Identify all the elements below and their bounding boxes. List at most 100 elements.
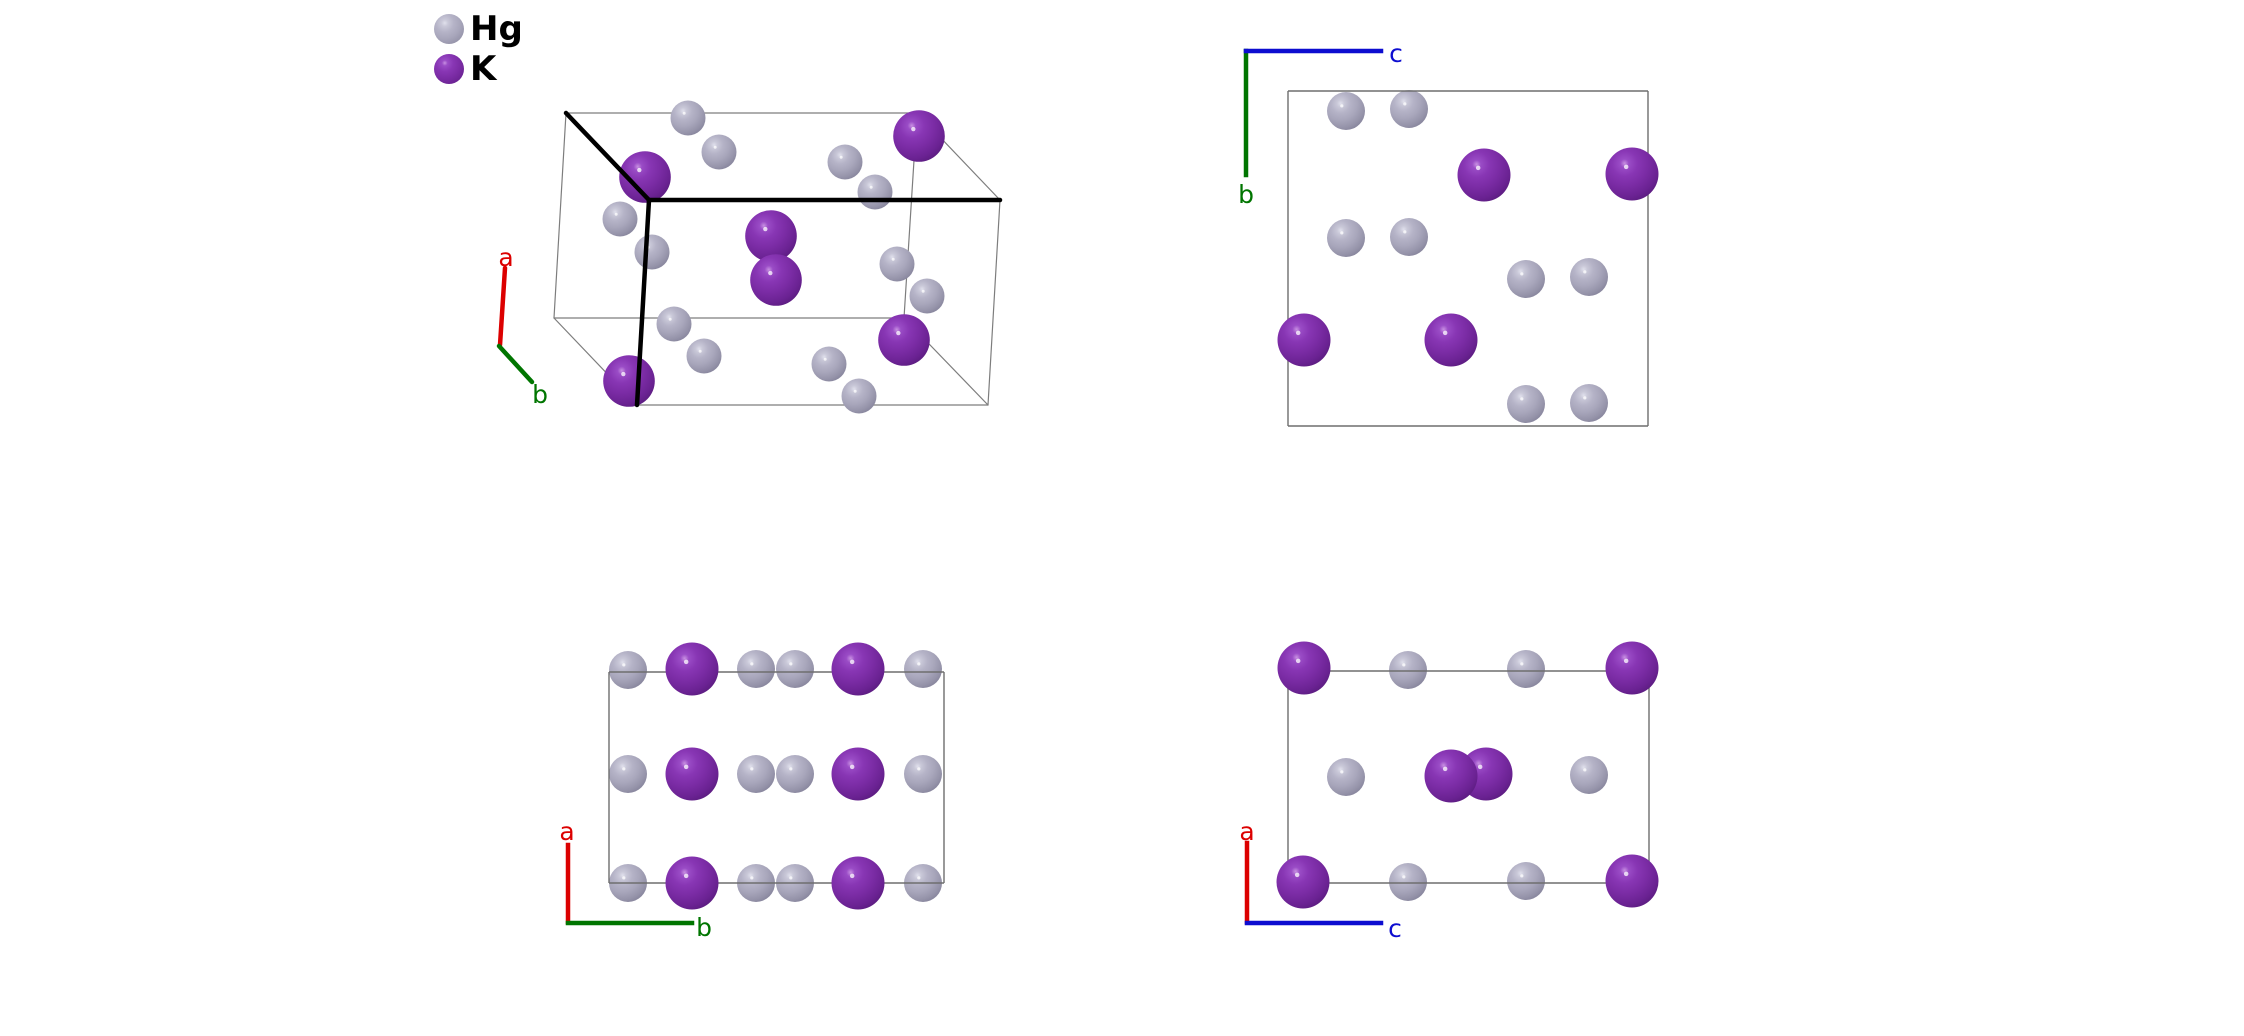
specular-highlight	[682, 111, 686, 115]
atom-hg	[670, 100, 706, 136]
specular-highlight	[1402, 875, 1406, 879]
atom-hg	[686, 338, 722, 374]
axis-label-b: b	[1238, 180, 1254, 209]
atom-hg	[609, 755, 647, 793]
atom-k	[893, 110, 945, 162]
legend-item-k: K	[434, 52, 496, 86]
axis-line-a	[497, 265, 508, 348]
atom-hg	[609, 651, 647, 689]
atom-hg	[737, 755, 775, 793]
bc-projection-view: bc	[1238, 39, 1659, 427]
cell-edge	[987, 199, 1001, 406]
specular-highlight	[917, 662, 921, 666]
specular-highlight	[1583, 768, 1587, 772]
atom-hg	[1570, 756, 1608, 794]
atom-hg	[701, 134, 737, 170]
atom-hg	[776, 755, 814, 793]
specular-highlight	[1442, 766, 1448, 772]
specular-highlight	[869, 185, 873, 189]
atom-hg	[904, 755, 942, 793]
atom-k	[1605, 147, 1659, 201]
ac-projection-view: ac	[1239, 641, 1659, 943]
specular-highlight	[1294, 872, 1300, 878]
specular-highlight	[621, 371, 626, 377]
specular-highlight	[683, 873, 689, 879]
axis-label-c: c	[1389, 39, 1403, 68]
specular-highlight	[1442, 330, 1448, 336]
atom-hg	[1507, 260, 1545, 298]
atom-hg	[827, 144, 863, 180]
cell-axis-edge	[634, 197, 652, 408]
atom-k	[665, 747, 719, 801]
atom-k	[1277, 641, 1331, 695]
atom-hg	[857, 174, 893, 210]
atom-hg	[634, 234, 670, 270]
atom-hg	[776, 650, 814, 688]
specular-highlight	[763, 226, 768, 232]
specular-highlight	[1623, 871, 1629, 877]
atom-hg	[1390, 90, 1428, 128]
atom-k	[831, 642, 885, 696]
atom-k	[1277, 313, 1331, 367]
specular-highlight	[849, 764, 855, 770]
atom-k	[1605, 854, 1659, 908]
atom-hg	[1327, 219, 1365, 257]
atom-k	[1457, 148, 1511, 202]
legend-label-hg: Hg	[470, 9, 523, 49]
specular-highlight	[1583, 396, 1587, 400]
atom-hg	[1327, 758, 1365, 796]
specular-highlight	[1295, 330, 1301, 336]
specular-highlight	[1583, 270, 1587, 274]
specular-highlight	[1520, 272, 1524, 276]
specular-highlight	[1340, 231, 1344, 235]
ab-projection-view: ab	[559, 642, 945, 942]
axis-label-b: b	[532, 380, 548, 409]
axis-label-a: a	[559, 817, 574, 846]
specular-highlight	[849, 873, 855, 879]
unit-cell-3d-view: ab	[496, 100, 1003, 414]
specular-highlight	[1520, 662, 1524, 666]
atom-hg	[811, 346, 847, 382]
cell-edge	[553, 112, 567, 319]
hg-sphere-swatch	[434, 14, 464, 44]
specular-highlight	[921, 289, 925, 293]
atom-hg	[1389, 863, 1427, 901]
atom-hg	[1507, 862, 1545, 900]
specular-highlight	[750, 876, 754, 880]
atom-k	[1424, 749, 1478, 803]
atom-hg	[1507, 385, 1545, 423]
atom-k	[1424, 313, 1478, 367]
atom-hg	[737, 650, 775, 688]
atom-hg	[1570, 258, 1608, 296]
atom-k	[1276, 855, 1330, 909]
specular-highlight	[849, 659, 855, 665]
atom-k	[745, 210, 797, 262]
specular-highlight	[750, 662, 754, 666]
atom-hg	[602, 201, 638, 237]
atom-k	[619, 151, 671, 203]
specular-highlight	[853, 389, 857, 393]
specular-highlight	[917, 876, 921, 880]
specular-highlight	[768, 270, 773, 276]
atom-hg	[656, 306, 692, 342]
specular-highlight	[1477, 764, 1483, 770]
atom-hg	[1507, 650, 1545, 688]
specular-highlight	[1520, 874, 1524, 878]
specular-highlight	[683, 659, 689, 665]
atom-k	[1605, 641, 1659, 695]
specular-highlight	[1295, 658, 1301, 664]
atom-k	[665, 856, 719, 910]
specular-highlight	[1403, 102, 1407, 106]
specular-highlight	[896, 330, 901, 336]
specular-highlight	[668, 317, 672, 321]
atom-k	[878, 314, 930, 366]
specular-highlight	[917, 767, 921, 771]
atom-hg	[1390, 218, 1428, 256]
atom-k	[603, 355, 655, 407]
axis-label-a: a	[1239, 817, 1254, 846]
atom-hg	[904, 650, 942, 688]
specular-highlight	[1475, 165, 1481, 171]
atom-k	[831, 747, 885, 801]
